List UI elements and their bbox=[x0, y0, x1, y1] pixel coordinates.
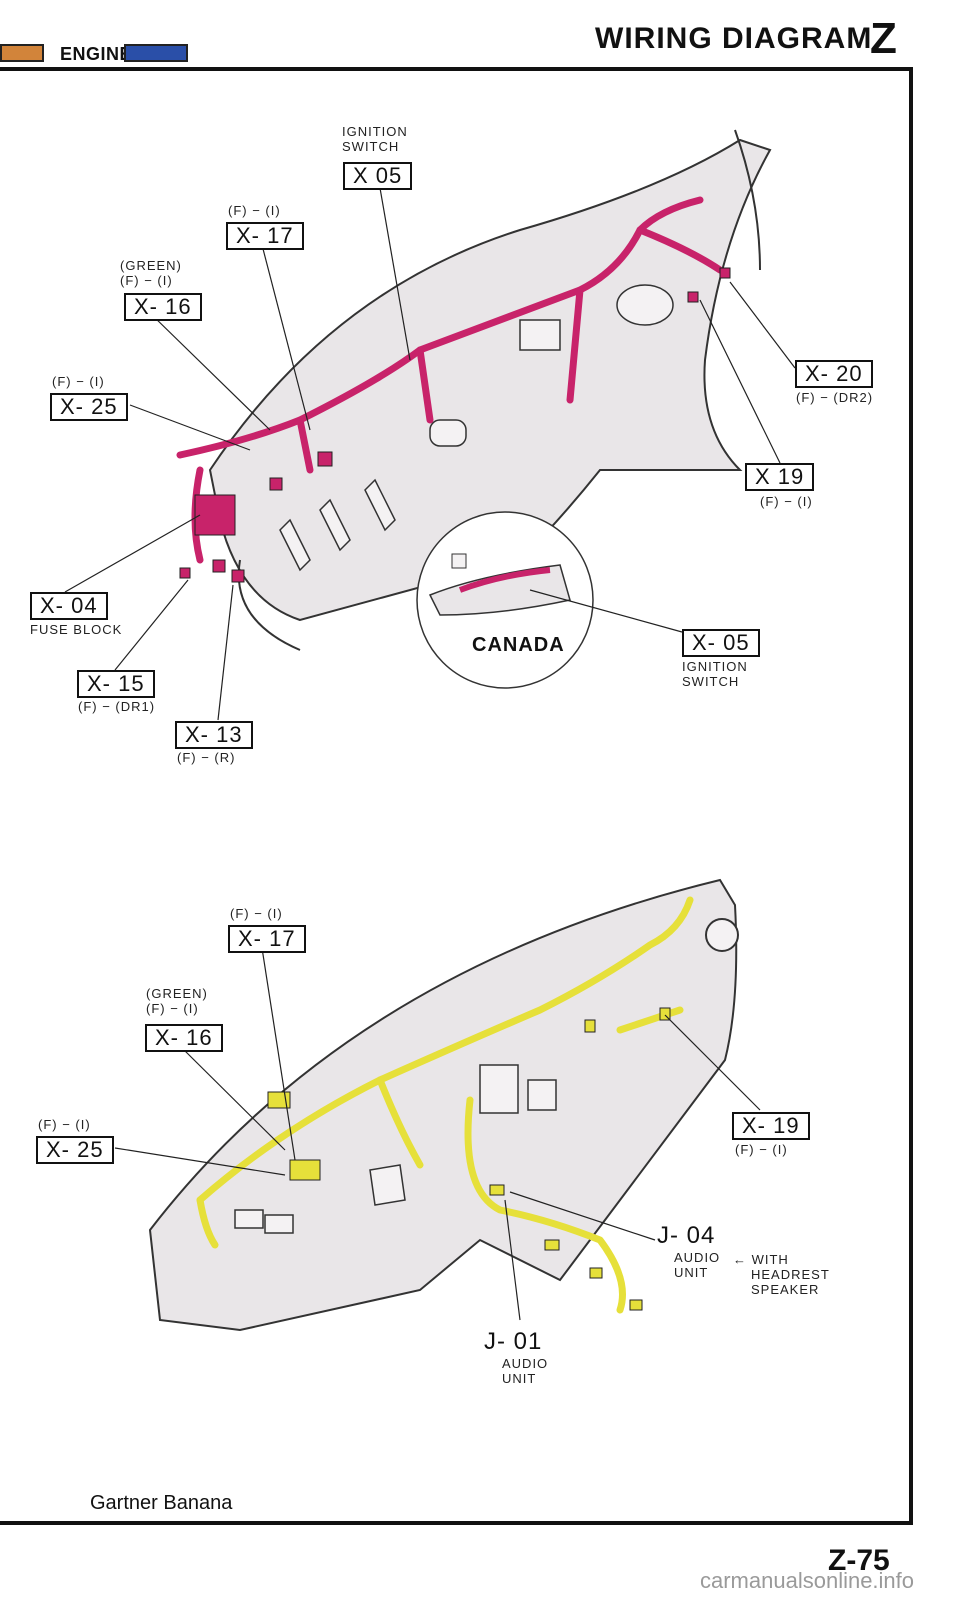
x25-bottom-spec: (F) − (I) bbox=[38, 1117, 91, 1132]
watermark: carmanualsonline.info bbox=[700, 1568, 915, 1593]
x13-spec: (F) − (R) bbox=[177, 750, 236, 765]
x19-top-spec: (F) − (I) bbox=[760, 494, 813, 509]
x16-top-code: X- 16 bbox=[124, 293, 202, 321]
x04-note: FUSE BLOCK bbox=[30, 622, 123, 637]
top-leader-lines bbox=[64, 187, 796, 721]
x04-code: X- 04 bbox=[30, 592, 108, 620]
j04-with-note: ← WITH HEADREST SPEAKER bbox=[733, 1252, 830, 1297]
x25-top-spec: (F) − (I) bbox=[52, 374, 105, 389]
x19-bottom-spec: (F) − (I) bbox=[735, 1142, 788, 1157]
x19-top-code: X 19 bbox=[745, 463, 815, 491]
blue-section-tab bbox=[124, 44, 188, 62]
x20-spec: (F) − (DR2) bbox=[796, 390, 874, 405]
x05-canada-code: X- 05 bbox=[682, 629, 760, 657]
caption: Gartner Banana bbox=[90, 1492, 233, 1514]
bottom-dashboard-parts bbox=[234, 1064, 557, 1234]
header-rule bbox=[0, 67, 913, 71]
x25-top-code: X- 25 bbox=[50, 393, 128, 421]
x25-bottom-code: X- 25 bbox=[36, 1136, 114, 1164]
j04-code: J- 04 bbox=[657, 1222, 716, 1249]
section-letter: Z bbox=[870, 14, 897, 63]
x15-spec: (F) − (DR1) bbox=[78, 699, 156, 714]
section-label: ENGINE bbox=[60, 44, 133, 64]
top-connectors bbox=[179, 267, 731, 583]
canada-label: CANADA bbox=[472, 634, 565, 656]
page-number: Z-75 bbox=[828, 1544, 890, 1577]
page-header: ENGINE WIRING DIAGRAM Z bbox=[0, 0, 960, 70]
x16-bottom-note: (GREEN)(F) − (I) bbox=[146, 986, 208, 1016]
x19-bottom-code: X- 19 bbox=[732, 1112, 810, 1140]
top-harness bbox=[176, 196, 724, 564]
page-frame bbox=[0, 67, 913, 1525]
page-title: WIRING DIAGRAM bbox=[595, 22, 873, 55]
bottom-connectors bbox=[267, 1007, 671, 1311]
x20-code: X- 20 bbox=[795, 360, 873, 388]
x17-top-spec: (F) − (I) bbox=[228, 203, 281, 218]
x05-top-code: X 05 bbox=[343, 162, 413, 190]
x15-code: X- 15 bbox=[77, 670, 155, 698]
canada-inset-detail bbox=[428, 553, 571, 616]
x13-code: X- 13 bbox=[175, 721, 253, 749]
x17-top-code: X- 17 bbox=[226, 222, 304, 250]
top-dashboard-parts bbox=[279, 284, 674, 572]
x17-bottom-spec: (F) − (I) bbox=[230, 906, 283, 921]
orange-section-tab bbox=[0, 44, 44, 62]
x17-bottom-code: X- 17 bbox=[228, 925, 306, 953]
bottom-leader-lines bbox=[114, 947, 761, 1321]
x16-bottom-code: X- 16 bbox=[145, 1024, 223, 1052]
x16-top-note: (GREEN)(F) − (I) bbox=[120, 258, 182, 288]
j01-code: J- 01 bbox=[484, 1328, 543, 1355]
